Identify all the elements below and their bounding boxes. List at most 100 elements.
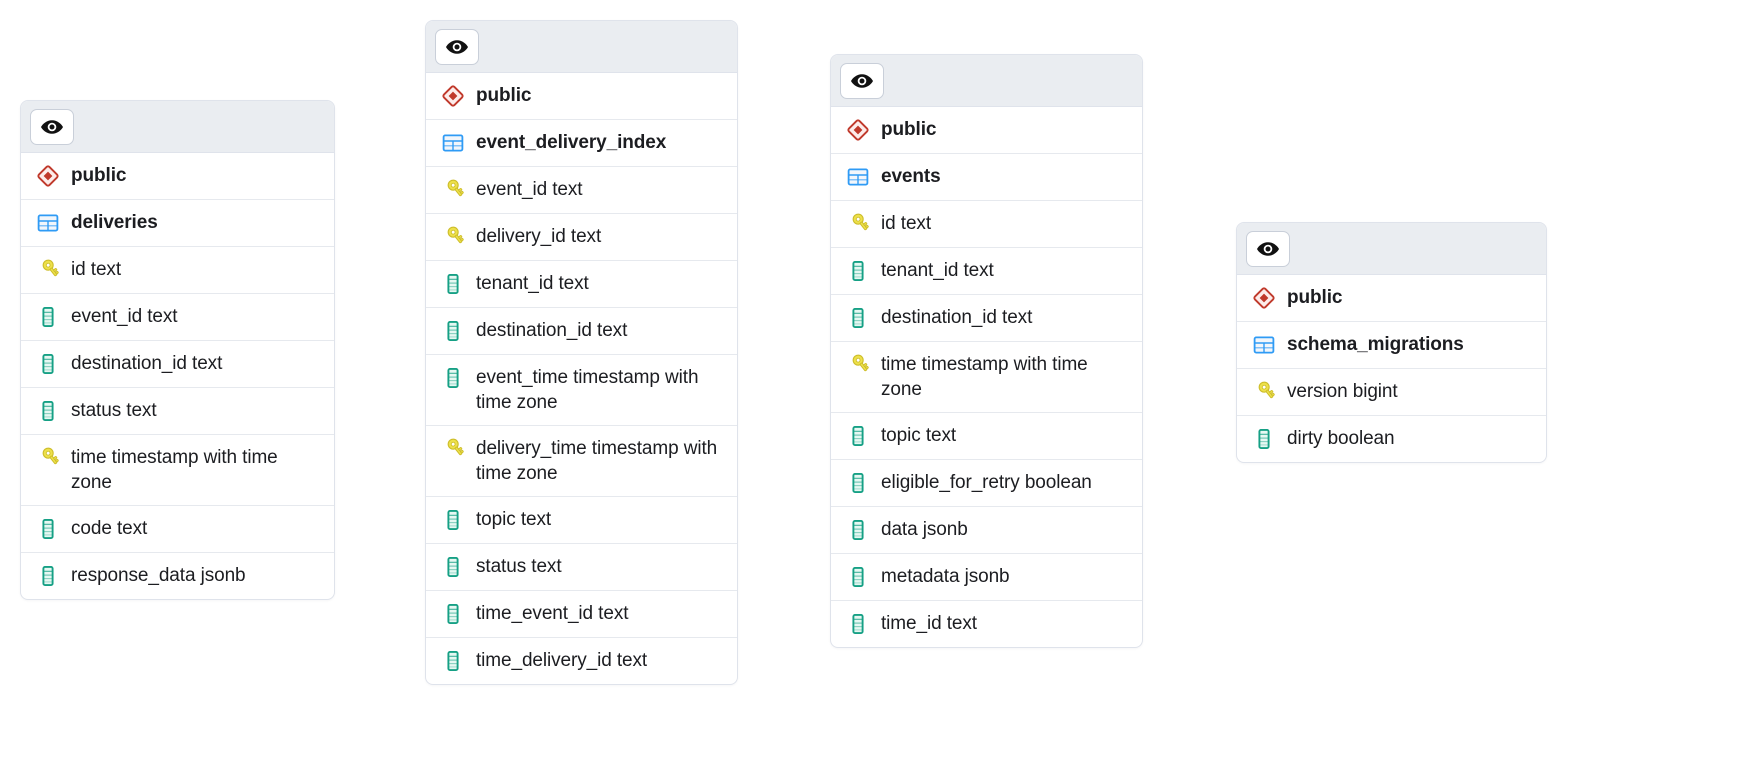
column-row[interactable]: topic text — [426, 497, 737, 544]
column-icon — [440, 365, 466, 391]
column-label: time_event_id text — [476, 603, 629, 624]
primary-key-column-row[interactable]: delivery_id text — [426, 214, 737, 261]
primary-key-column-row[interactable]: event_id text — [426, 167, 737, 214]
column-row[interactable]: destination_id text — [831, 295, 1142, 342]
column-icon — [35, 563, 61, 589]
table-icon — [35, 210, 61, 236]
key-icon — [845, 211, 871, 237]
column-label: delivery_id text — [476, 226, 602, 247]
column-label: destination_id text — [71, 353, 223, 374]
visibility-toggle-button[interactable] — [435, 28, 479, 65]
column-label: id text — [881, 213, 931, 234]
primary-key-column-row[interactable]: id text — [21, 247, 334, 294]
table-card-header — [831, 55, 1142, 107]
primary-key-column-row[interactable]: id text — [831, 201, 1142, 248]
table-card-events[interactable]: public events id text tenant_id text des… — [830, 54, 1143, 648]
column-label: destination_id text — [881, 307, 1033, 328]
primary-key-column-row[interactable]: delivery_time timestamp with time zone — [426, 426, 737, 497]
schema-name-label: public — [476, 85, 532, 106]
table-card-event_delivery_index[interactable]: public event_delivery_index event_id tex… — [425, 20, 738, 685]
column-row[interactable]: topic text — [831, 413, 1142, 460]
column-row[interactable]: time_delivery_id text — [426, 638, 737, 684]
column-label: time_id text — [881, 613, 977, 634]
column-icon — [845, 517, 871, 543]
column-icon — [440, 554, 466, 580]
column-row[interactable]: time_id text — [831, 601, 1142, 647]
column-row[interactable]: destination_id text — [426, 308, 737, 355]
schema-icon — [1251, 285, 1277, 311]
column-label: tenant_id text — [476, 273, 589, 294]
eye-icon — [849, 68, 875, 94]
column-label: time timestamp with time zone — [71, 447, 278, 493]
column-label: eligible_for_retry boolean — [881, 472, 1092, 493]
column-row[interactable]: eligible_for_retry boolean — [831, 460, 1142, 507]
schema-row[interactable]: public — [426, 73, 737, 120]
primary-key-column-row[interactable]: time timestamp with time zone — [831, 342, 1142, 413]
column-icon — [845, 611, 871, 637]
table-name-row[interactable]: events — [831, 154, 1142, 201]
eye-icon — [1255, 236, 1281, 262]
table-card-header — [21, 101, 334, 153]
visibility-toggle-button[interactable] — [840, 62, 884, 99]
column-row[interactable]: tenant_id text — [426, 261, 737, 308]
visibility-toggle-button[interactable] — [30, 108, 74, 145]
column-row[interactable]: status text — [426, 544, 737, 591]
key-icon — [440, 177, 466, 203]
table-name-label: events — [881, 166, 941, 187]
table-name-label: schema_migrations — [1287, 334, 1464, 355]
key-icon — [845, 352, 871, 378]
table-card-schema_migrations[interactable]: public schema_migrations version bigint … — [1236, 222, 1547, 463]
column-row[interactable]: destination_id text — [21, 341, 334, 388]
eye-icon — [444, 34, 470, 60]
primary-key-column-row[interactable]: version bigint — [1237, 369, 1546, 416]
column-row[interactable]: event_time timestamp with time zone — [426, 355, 737, 426]
key-icon — [35, 257, 61, 283]
column-row[interactable]: status text — [21, 388, 334, 435]
column-icon — [440, 318, 466, 344]
table-card-deliveries[interactable]: public deliveries id text event_id text … — [20, 100, 335, 600]
column-row[interactable]: data jsonb — [831, 507, 1142, 554]
column-label: id text — [71, 259, 121, 280]
column-icon — [35, 304, 61, 330]
column-row[interactable]: event_id text — [21, 294, 334, 341]
column-row[interactable]: dirty boolean — [1237, 416, 1546, 462]
column-row[interactable]: time_event_id text — [426, 591, 737, 638]
column-label: version bigint — [1287, 381, 1398, 402]
column-icon — [440, 601, 466, 627]
column-label: metadata jsonb — [881, 566, 1010, 587]
column-label: event_time timestamp with time zone — [476, 367, 699, 413]
table-name-row[interactable]: schema_migrations — [1237, 322, 1546, 369]
column-icon — [1251, 426, 1277, 452]
table-name-row[interactable]: event_delivery_index — [426, 120, 737, 167]
key-icon — [440, 436, 466, 462]
column-icon — [845, 423, 871, 449]
primary-key-column-row[interactable]: time timestamp with time zone — [21, 435, 334, 506]
column-label: tenant_id text — [881, 260, 994, 281]
column-row[interactable]: tenant_id text — [831, 248, 1142, 295]
column-icon — [440, 271, 466, 297]
table-card-header — [426, 21, 737, 73]
column-label: time_delivery_id text — [476, 650, 648, 671]
column-row[interactable]: code text — [21, 506, 334, 553]
table-name-label: event_delivery_index — [476, 132, 667, 153]
column-icon — [35, 351, 61, 377]
column-label: code text — [71, 518, 148, 539]
schema-row[interactable]: public — [831, 107, 1142, 154]
column-row[interactable]: response_data jsonb — [21, 553, 334, 599]
key-icon — [440, 224, 466, 250]
column-icon — [35, 398, 61, 424]
table-card-header — [1237, 223, 1546, 275]
table-icon — [1251, 332, 1277, 358]
column-label: dirty boolean — [1287, 428, 1395, 449]
column-label: destination_id text — [476, 320, 628, 341]
schema-row[interactable]: public — [1237, 275, 1546, 322]
eye-icon — [39, 114, 65, 140]
visibility-toggle-button[interactable] — [1246, 230, 1290, 267]
key-icon — [35, 445, 61, 471]
column-label: event_id text — [71, 306, 178, 327]
schema-row[interactable]: public — [21, 153, 334, 200]
column-row[interactable]: metadata jsonb — [831, 554, 1142, 601]
table-name-row[interactable]: deliveries — [21, 200, 334, 247]
schema-name-label: public — [71, 165, 127, 186]
